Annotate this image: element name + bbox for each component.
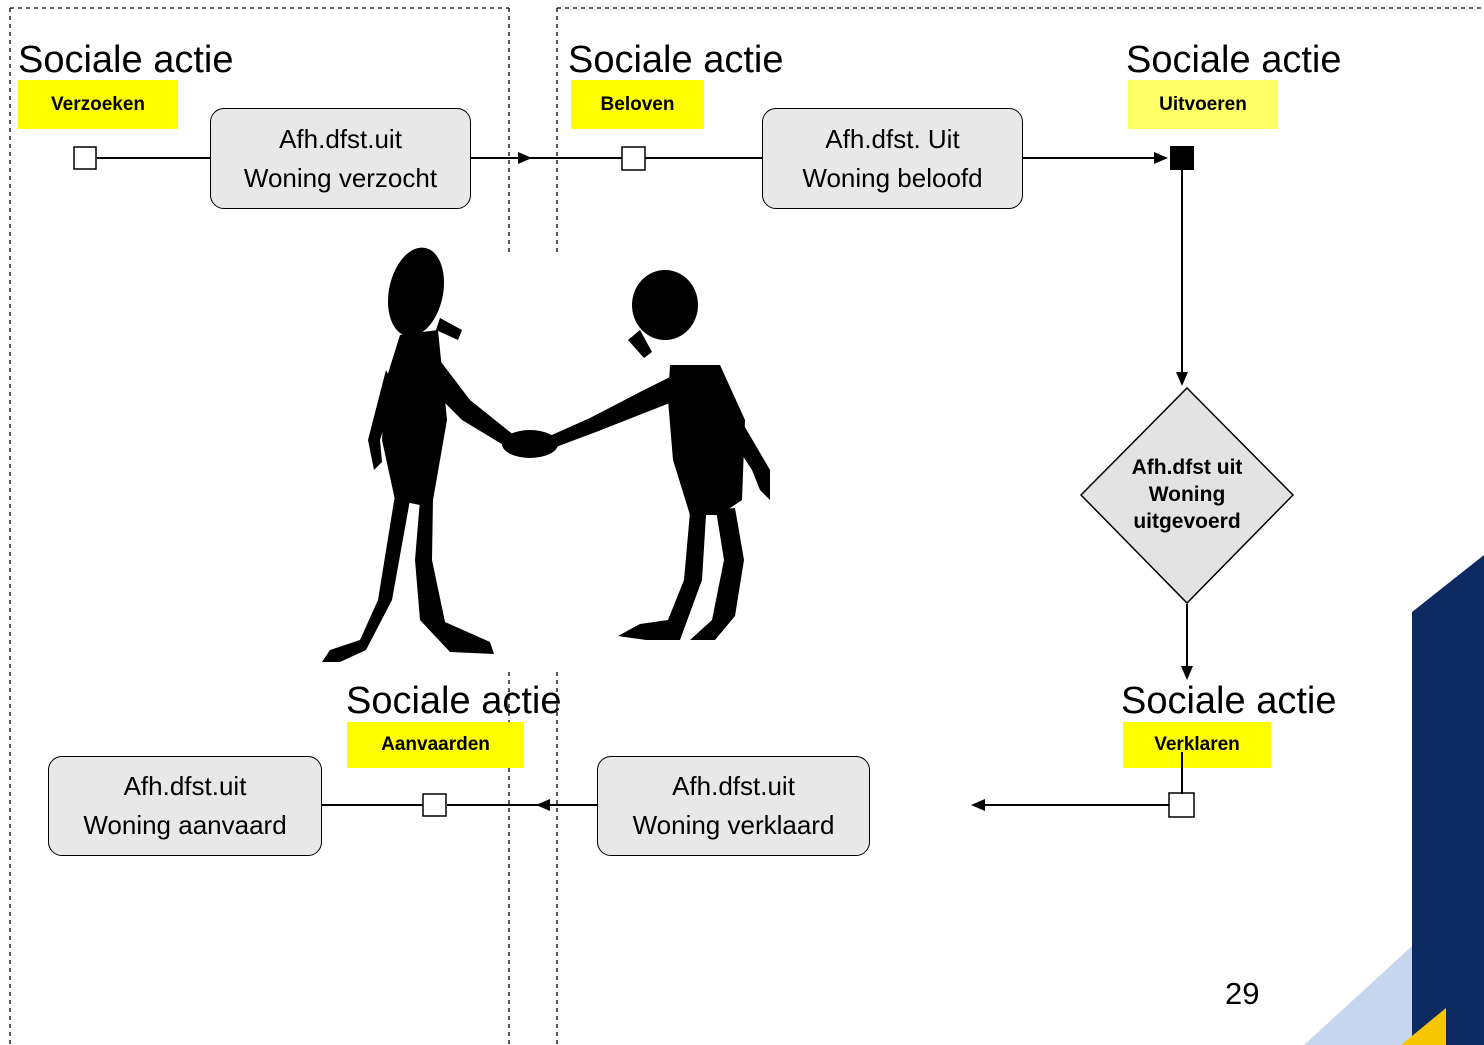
fact-line: Afh.dfst uit [1131, 456, 1243, 479]
navy-corner-shape [1412, 555, 1484, 1045]
tag-uitvoeren: Uitvoeren [1128, 80, 1278, 129]
tag-verklaren: Verklaren [1123, 722, 1271, 768]
node-square-uitvoeren [1170, 146, 1194, 170]
tag-beloven: Beloven [571, 80, 704, 129]
actor-title-verzoeken: Sociale actie [18, 39, 234, 81]
actor-title-uitvoeren: Sociale actie [1126, 39, 1342, 81]
state-line: Afh.dfst.uit [123, 771, 247, 801]
state-line: Woning aanvaard [83, 810, 287, 840]
state-line: Afh.dfst.uit [672, 771, 795, 801]
arrowhead-icon [518, 152, 532, 164]
fact-diamond-shape [1079, 386, 1295, 605]
arrowhead-icon [1154, 152, 1168, 164]
state-line: Afh.dfst.uit [279, 123, 402, 154]
fact-line: uitgevoerd [1133, 510, 1241, 533]
state-box-verzocht: Afh.dfst.uit Woning verzocht [210, 108, 471, 209]
state-line: Afh.dfst. Uit [825, 123, 960, 154]
node-square-beloven [621, 146, 646, 171]
state-line: Woning beloofd [802, 162, 983, 193]
state-box-aanvaard: Afh.dfst.uit Woning aanvaard [48, 756, 322, 856]
arrowhead-icon [971, 799, 985, 811]
verklaren-connector-tick [1181, 752, 1183, 794]
actor-title-aanvaarden: Sociale actie [346, 680, 562, 722]
state-box-verklaard: Afh.dfst.uit Woning verklaard [597, 756, 870, 856]
page-number: 29 [1225, 976, 1260, 1011]
fact-line: Woning [1148, 483, 1226, 506]
state-line: Woning verzocht [243, 162, 438, 193]
node-square-verzoeken [73, 146, 97, 170]
node-square-aanvaarden [422, 793, 447, 817]
tag-aanvaarden: Aanvaarden [347, 722, 524, 768]
actor-title-beloven: Sociale actie [568, 39, 784, 81]
handshake-clipart [322, 247, 770, 662]
state-box-beloofd: Afh.dfst. Uit Woning beloofd [762, 108, 1023, 209]
state-line: Woning verklaard [632, 810, 835, 840]
gold-corner-shape [1401, 1008, 1446, 1045]
arrowhead-icon [1176, 372, 1188, 386]
fact-diamond-label: Afh.dfst uit Woning uitgevoerd [1107, 454, 1267, 535]
actor-boundaries [9, 7, 1484, 1045]
actor-title-verklaren: Sociale actie [1121, 680, 1337, 722]
arrowhead-icon [1181, 666, 1193, 680]
tag-verzoeken: Verzoeken [18, 80, 178, 129]
arrowhead-icon [536, 799, 550, 811]
node-square-verklaren [1168, 792, 1195, 818]
